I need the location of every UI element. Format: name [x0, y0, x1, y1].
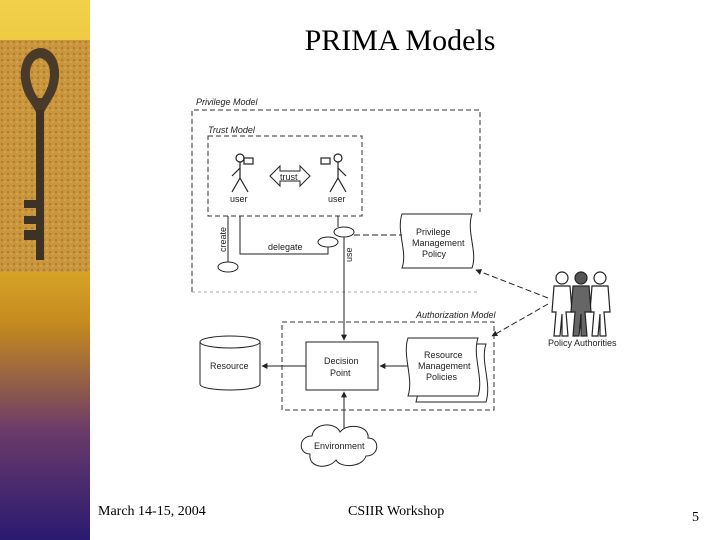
create-label: create [218, 227, 228, 252]
privilege-policy-line-3: Policy [422, 249, 447, 259]
resource-policy-line-3: Policies [426, 372, 458, 382]
footer-event: CSIIR Workshop [348, 504, 445, 519]
resource-policy-line-1: Resource [424, 350, 463, 360]
trust-model-boundary [207, 135, 363, 217]
privilege-model-label: Privilege Model [196, 97, 259, 107]
user-right-icon [320, 153, 347, 193]
authorities-to-privilege-policy-arrow [475, 269, 549, 299]
create-node [217, 261, 239, 273]
slide-title: PRIMA Models [304, 24, 496, 57]
prima-diagram: Privilege Model Trust Model user user tr… [191, 97, 617, 467]
delegate-node [317, 236, 339, 248]
user-right-label: user [328, 194, 346, 204]
user-left-label: user [230, 194, 248, 204]
authorities-to-resource-policy-arrow [491, 303, 549, 337]
resource-policy-line-2: Management [418, 361, 471, 371]
trust-arrow-icon [269, 164, 311, 188]
delegate-line [239, 216, 329, 255]
trust-label: trust [280, 172, 298, 182]
key-photo [0, 40, 90, 272]
policy-authorities-icon [551, 271, 611, 337]
page-number: 5 [692, 510, 699, 525]
privilege-policy-doc [399, 213, 475, 269]
policy-authorities-label: Policy Authorities [548, 338, 617, 348]
user-left-icon [231, 153, 254, 193]
use-label: use [344, 247, 354, 262]
environment-cloud [300, 424, 378, 467]
delegate-label: delegate [268, 242, 303, 252]
authorization-model-label: Authorization Model [415, 310, 497, 320]
decision-point-line-1: Decision [324, 356, 359, 366]
privilege-model-boundary [191, 109, 481, 292]
use-node [333, 226, 355, 238]
resource-policy-doc-front [405, 337, 481, 397]
privilege-policy-line-2: Management [412, 238, 465, 248]
resource-database [199, 335, 261, 391]
footer-date: March 14-15, 2004 [98, 504, 206, 519]
environment-label: Environment [314, 441, 365, 451]
decision-point-line-2: Point [330, 368, 351, 378]
decision-point-box [305, 341, 379, 391]
trust-model-label: Trust Model [208, 125, 256, 135]
side-bar [0, 0, 90, 540]
privilege-policy-line-1: Privilege [416, 227, 451, 237]
resource-label: Resource [210, 361, 249, 371]
